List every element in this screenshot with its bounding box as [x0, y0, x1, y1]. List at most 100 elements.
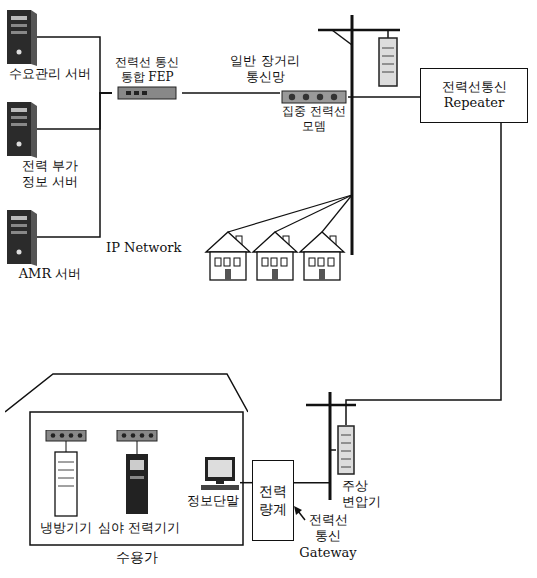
edge-label: 일반 장거리 통신망 [219, 53, 311, 86]
node-label: 정보단말 [185, 493, 240, 509]
node-label: 전력선 통신 통합 FEP [112, 55, 182, 85]
pole [329, 392, 332, 500]
pole-transformer [379, 30, 397, 86]
house-icon [206, 232, 250, 280]
node-label: 냉방기기 [38, 520, 94, 536]
service-line [322, 195, 352, 232]
power-button [17, 50, 22, 55]
wall [257, 252, 293, 280]
roof [300, 232, 344, 252]
roof [253, 232, 297, 252]
house-icon [300, 232, 344, 280]
roof [206, 232, 250, 252]
drive-bay [11, 231, 27, 234]
server-node: 전력 부가 정보 서버 [5, 100, 95, 191]
hanger [387, 30, 389, 38]
monitor [205, 457, 235, 481]
house-icon [253, 232, 297, 280]
service-line [275, 195, 352, 232]
server-icon [5, 8, 95, 66]
server-front [7, 210, 31, 264]
fin [382, 48, 394, 49]
vent [58, 486, 74, 487]
brace [332, 30, 352, 45]
door [319, 269, 325, 280]
fep-node: 전력선 통신 통합 FEP [112, 55, 182, 101]
crossbar [306, 404, 356, 407]
house-node: 수용가냉방기기심야 전력기기정보단말 [5, 372, 248, 546]
power-line-connector [95, 93, 112, 237]
port [289, 94, 295, 100]
leader-arrow [294, 506, 305, 520]
window [309, 258, 315, 266]
server-icon [5, 208, 95, 266]
wall [30, 412, 243, 545]
stand [216, 481, 224, 484]
cable [37, 236, 95, 238]
meter-node: 전력량계 [252, 460, 294, 541]
cable [137, 441, 138, 454]
window [234, 258, 240, 266]
drive-bay [11, 216, 27, 220]
unit-body [126, 454, 148, 514]
server-front [7, 10, 31, 64]
keyboard [201, 485, 239, 490]
fin [382, 64, 394, 65]
node-label: 주상 변압기 [336, 478, 398, 511]
fin [341, 451, 351, 452]
utility-pole [228, 15, 400, 255]
port [122, 433, 127, 438]
server-node: 수요관리 서버 [5, 8, 95, 82]
drive-bay [11, 123, 27, 126]
server-node: AMR 서버 [5, 208, 95, 282]
panel [130, 460, 144, 470]
door [225, 269, 231, 280]
power-line-connector [95, 37, 112, 93]
window [328, 258, 334, 266]
drive-bay [11, 116, 27, 119]
indicator [134, 91, 139, 95]
modem-body [282, 91, 346, 103]
power-line-connector [95, 93, 112, 129]
fin [382, 72, 394, 73]
fep-device [112, 85, 182, 101]
vent [58, 478, 74, 479]
roof [5, 374, 248, 412]
port [303, 94, 309, 100]
drive-bay [11, 31, 27, 34]
power-line-connector [182, 92, 280, 94]
window [271, 258, 277, 266]
power-line-connector [240, 482, 252, 484]
node-label: AMR 서버 [5, 266, 95, 282]
port [140, 433, 145, 438]
server-side [31, 102, 37, 158]
panel [130, 476, 144, 479]
arrowhead [294, 506, 302, 515]
service-line [228, 195, 352, 232]
vent [58, 470, 74, 471]
vent [58, 462, 74, 463]
modem-body [117, 430, 157, 441]
term-node: 정보단말 [185, 455, 240, 509]
cable [66, 441, 67, 452]
fin [341, 443, 351, 444]
transformer-body [379, 38, 397, 86]
node-label: 전력 부가 정보 서버 [19, 158, 81, 191]
drive-bay [11, 224, 27, 227]
port [69, 433, 74, 438]
houses [206, 232, 344, 280]
port [60, 433, 65, 438]
screen [208, 460, 232, 477]
port [131, 433, 136, 438]
air-conditioner-icon [38, 430, 94, 518]
server-side [31, 10, 37, 66]
server-side [31, 210, 37, 266]
transformer-icon [336, 425, 356, 475]
fin [382, 56, 394, 57]
node-label: 집중 전력선 모뎀 [280, 104, 348, 134]
modem-node: 집중 전력선 모뎀 [280, 90, 348, 134]
cable [37, 128, 95, 130]
modem-device [280, 90, 348, 104]
fep-body [118, 87, 176, 99]
unit-body [55, 452, 77, 516]
